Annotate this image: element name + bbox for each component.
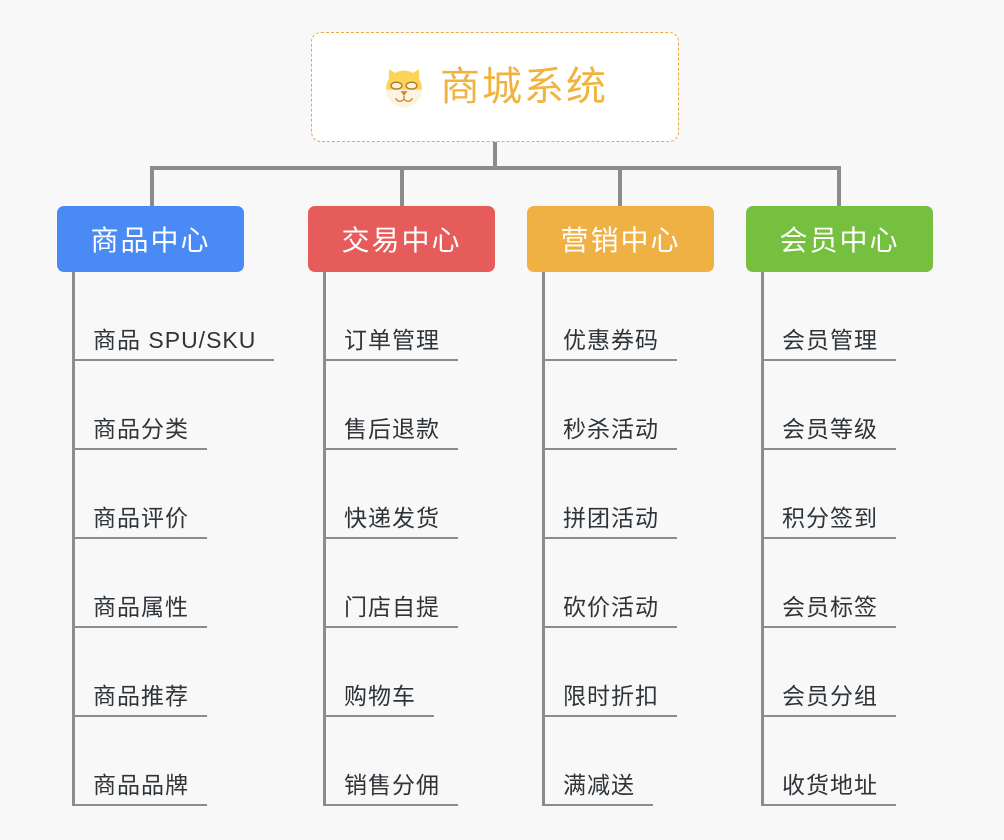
leaf-item[interactable]: 商品评价 — [75, 450, 307, 539]
leaf-list-3: 优惠券码 秒杀活动 拼团活动 砍价活动 限时折扣 满减送 — [542, 272, 727, 806]
leaf-item[interactable]: 积分签到 — [764, 450, 946, 539]
branch-column-1: 商品中心 商品 SPU/SKU 商品分类 商品评价 商品属性 商品推荐 商品品牌 — [57, 206, 307, 806]
leaf-label: 会员标签 — [782, 593, 878, 620]
leaf-item[interactable]: 商品品牌 — [75, 717, 307, 806]
leaf-label: 订单管理 — [344, 326, 440, 353]
leaf-item[interactable]: 门店自提 — [326, 539, 528, 628]
root-title: 商城系统 — [440, 65, 608, 109]
leaf-label: 收货地址 — [782, 771, 878, 798]
leaf-item[interactable]: 订单管理 — [326, 272, 528, 361]
leaf-label: 会员管理 — [782, 326, 878, 353]
leaf-label: 商品评价 — [93, 504, 189, 531]
leaf-item[interactable]: 优惠券码 — [545, 272, 727, 361]
leaf-item[interactable]: 砍价活动 — [545, 539, 727, 628]
leaf-label: 门店自提 — [344, 593, 440, 620]
leaf-item[interactable]: 商品推荐 — [75, 628, 307, 717]
leaf-item[interactable]: 购物车 — [326, 628, 528, 717]
category-card-4[interactable]: 会员中心 — [746, 206, 933, 272]
category-card-2[interactable]: 交易中心 — [308, 206, 495, 272]
leaf-item[interactable]: 会员等级 — [764, 361, 946, 450]
connector-drop-3 — [618, 166, 622, 206]
leaf-label: 优惠券码 — [563, 326, 659, 353]
category-title-3: 营销中心 — [560, 225, 681, 256]
leaf-label: 购物车 — [344, 682, 416, 709]
leaf-item[interactable]: 快递发货 — [326, 450, 528, 539]
leaf-item[interactable]: 限时折扣 — [545, 628, 727, 717]
leaf-item[interactable]: 拼团活动 — [545, 450, 727, 539]
leaf-item[interactable]: 会员分组 — [764, 628, 946, 717]
leaf-label: 售后退款 — [344, 415, 440, 442]
leaf-label: 砍价活动 — [563, 593, 659, 620]
leaf-list-4: 会员管理 会员等级 积分签到 会员标签 会员分组 收货地址 — [761, 272, 946, 806]
leaf-item[interactable]: 销售分佣 — [326, 717, 528, 806]
leaf-label: 积分签到 — [782, 504, 878, 531]
category-title-1: 商品中心 — [90, 225, 211, 256]
leaf-item[interactable]: 秒杀活动 — [545, 361, 727, 450]
category-title-2: 交易中心 — [341, 225, 462, 256]
leaf-label: 快递发货 — [344, 504, 440, 531]
leaf-label: 会员等级 — [782, 415, 878, 442]
leaf-list-2: 订单管理 售后退款 快递发货 门店自提 购物车 销售分佣 — [323, 272, 528, 806]
branch-column-4: 会员中心 会员管理 会员等级 积分签到 会员标签 会员分组 收货地址 — [746, 206, 946, 806]
leaf-label: 销售分佣 — [344, 771, 440, 798]
leaf-item[interactable]: 满减送 — [545, 717, 727, 806]
connector-root-stem — [493, 142, 497, 169]
leaf-label: 商品 SPU/SKU — [93, 326, 257, 353]
category-title-4: 会员中心 — [779, 225, 900, 256]
leaf-label: 限时折扣 — [563, 682, 659, 709]
leaf-item[interactable]: 会员标签 — [764, 539, 946, 628]
leaf-label: 商品属性 — [93, 593, 189, 620]
branch-column-2: 交易中心 订单管理 售后退款 快递发货 门店自提 购物车 销售分佣 — [308, 206, 528, 806]
leaf-label: 商品推荐 — [93, 682, 189, 709]
leaf-item[interactable]: 商品 SPU/SKU — [75, 272, 307, 361]
leaf-label: 拼团活动 — [563, 504, 659, 531]
leaf-item[interactable]: 商品属性 — [75, 539, 307, 628]
leaf-label: 秒杀活动 — [563, 415, 659, 442]
leaf-item[interactable]: 商品分类 — [75, 361, 307, 450]
connector-drop-1 — [150, 166, 154, 206]
category-card-1[interactable]: 商品中心 — [57, 206, 244, 272]
dog-face-icon — [386, 69, 422, 108]
category-card-3[interactable]: 营销中心 — [527, 206, 714, 272]
leaf-item[interactable]: 会员管理 — [764, 272, 946, 361]
leaf-label: 商品品牌 — [93, 771, 189, 798]
leaf-label: 满减送 — [563, 771, 635, 798]
connector-drop-4 — [837, 166, 841, 206]
leaf-label: 会员分组 — [782, 682, 878, 709]
leaf-list-1: 商品 SPU/SKU 商品分类 商品评价 商品属性 商品推荐 商品品牌 — [72, 272, 307, 806]
connector-horizontal-bus — [150, 166, 841, 170]
leaf-item[interactable]: 收货地址 — [764, 717, 946, 806]
branch-column-3: 营销中心 优惠券码 秒杀活动 拼团活动 砍价活动 限时折扣 满减送 — [527, 206, 727, 806]
connector-drop-2 — [400, 166, 404, 206]
leaf-label: 商品分类 — [93, 415, 189, 442]
root-node[interactable]: 商城系统 — [311, 32, 679, 142]
leaf-item[interactable]: 售后退款 — [326, 361, 528, 450]
